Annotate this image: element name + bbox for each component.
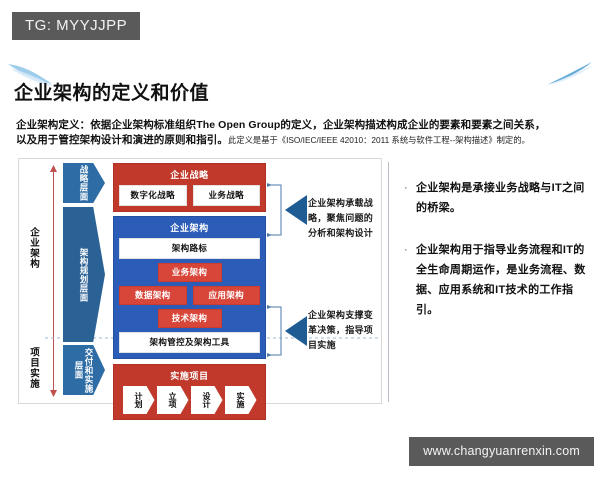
- implementation-project-box: 实施项目 计划 立项 设计 实施: [113, 364, 266, 420]
- scope-label-project-implementation: 项目实施: [28, 347, 39, 389]
- bullet-item: · 企业架构是承接业务战略与IT之间的桥梁。: [404, 178, 594, 218]
- enterprise-strategy-items: 数字化战略 业务战略: [119, 185, 260, 206]
- implementation-project-title: 实施项目: [170, 371, 209, 381]
- tg-badge: TG: MYYJJPP: [12, 12, 141, 40]
- annotation-implementation: 企业架构支撑变革决策，指导项目实施: [308, 310, 374, 350]
- ea-governance-cell: 架构管控及架构工具: [119, 332, 260, 353]
- bullet-dot-icon: ·: [404, 244, 408, 256]
- strategy-item-business: 业务战略: [192, 185, 260, 206]
- ea-roadmap-cell: 架构路标: [119, 238, 260, 259]
- bullet-dot-icon: ·: [404, 182, 408, 194]
- phase-plan: 计划: [122, 386, 155, 414]
- definition-fineprint: 此定义是基于《ISO/IEC/IEEE 42010：2011 系统与软件工程--…: [228, 135, 530, 145]
- bullet-text: 企业架构用于指导业务流程和IT的全生命周期运作，是业务流程、数据、应用系统和IT…: [416, 244, 586, 316]
- ea-application-architecture-cell: 应用架构: [192, 286, 260, 305]
- implementation-phase-list: 计划 立项 设计 实施: [119, 386, 260, 414]
- layer-chevron-delivery: 交付和实施层面: [63, 345, 105, 395]
- definition-line-2-text: 以及用于管控架构设计和演进的原则和指引。: [16, 134, 228, 146]
- ea-data-application-row: 数据架构 应用架构: [119, 286, 260, 305]
- phase-implement: 实施: [224, 386, 257, 414]
- phase-design: 设计: [190, 386, 223, 414]
- ea-data-architecture-cell: 数据架构: [119, 286, 187, 305]
- annotation-strategy: 企业架构承载战略，聚焦问题的分析和架构设计: [308, 198, 374, 238]
- bullet-list: · 企业架构是承接业务战略与IT之间的桥梁。 · 企业架构用于指导业务流程和IT…: [404, 178, 594, 342]
- layer-chevron-planning: 架构规划层面: [63, 207, 105, 342]
- enterprise-strategy-box: 企业战略 数字化战略 业务战略: [113, 163, 266, 212]
- layer-chevron-strategy: 战略层面: [63, 163, 105, 203]
- scope-label-enterprise-architecture: 企业架构: [28, 227, 39, 269]
- definition-line-1: 企业架构定义：依据企业架构标准组织The Open Group的定义，企业架构描…: [16, 119, 546, 131]
- definition-block: 企业架构定义：依据企业架构标准组织The Open Group的定义，企业架构描…: [16, 118, 588, 148]
- bullet-text: 企业架构是承接业务战略与IT之间的桥梁。: [416, 182, 585, 214]
- definition-line-2: 以及用于管控架构设计和演进的原则和指引。此定义是基于《ISO/IEC/IEEE …: [16, 133, 588, 148]
- bullet-item: · 企业架构用于指导业务流程和IT的全生命周期运作，是业务流程、数据、应用系统和…: [404, 240, 594, 320]
- ea-business-architecture-cell: 业务架构: [157, 263, 222, 282]
- architecture-diagram: 企业架构 项目实施 战略层面 架构规划层面 交付和实施层面 企业战略 数字化战略…: [18, 158, 382, 420]
- page-title: 企业架构的定义和价值: [14, 83, 210, 104]
- enterprise-strategy-title: 企业战略: [170, 170, 209, 180]
- vertical-divider: [388, 162, 389, 402]
- enterprise-architecture-title: 企业架构: [170, 223, 209, 233]
- enterprise-architecture-box: 企业架构 架构路标 业务架构 数据架构 应用架构 技术架构 架构管控及架构工具: [113, 216, 266, 359]
- swoosh-decoration-right: [544, 62, 594, 86]
- ea-technology-architecture-cell: 技术架构: [157, 309, 222, 328]
- diagram-stack: 企业战略 数字化战略 业务战略 企业架构 架构路标 业务架构 数据架构 应用架构…: [113, 163, 266, 420]
- vertical-scope-axis: [50, 165, 57, 397]
- phase-initiate: 立项: [156, 386, 189, 414]
- watermark: www.changyuanrenxin.com: [409, 437, 594, 466]
- strategy-item-digital: 数字化战略: [119, 185, 187, 206]
